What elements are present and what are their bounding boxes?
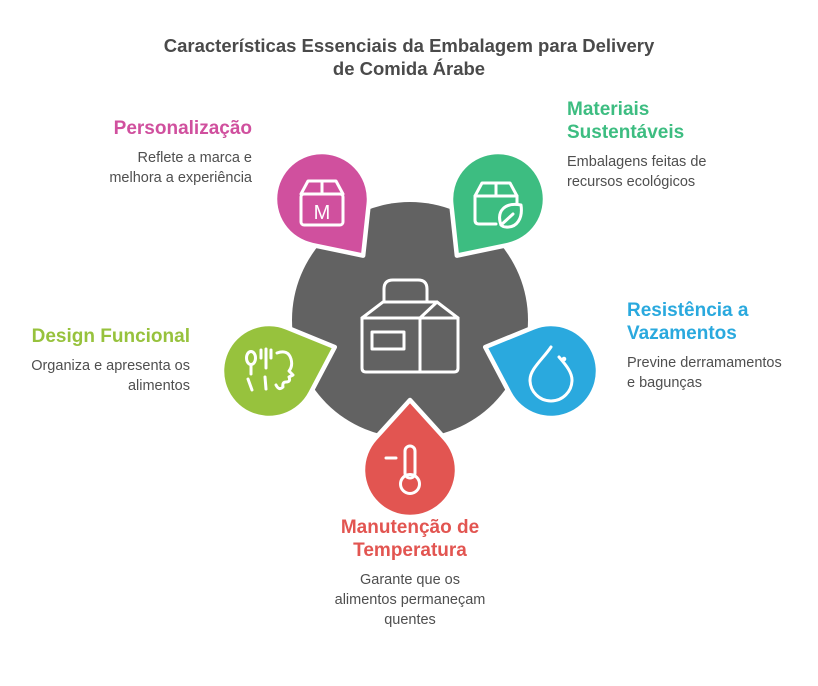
- pin-manutencao-temperatura: [360, 397, 460, 520]
- section-body: Organiza e apresenta os alimentos: [31, 358, 190, 395]
- thermometer-icon: [384, 444, 421, 495]
- pin-personalizacao: M: [272, 149, 372, 258]
- section-personalizacao: Personalização Reflete a marca e melhora…: [40, 117, 252, 189]
- center-circle: [292, 202, 528, 438]
- section-heading: Materiais Sustentáveis: [567, 99, 685, 144]
- section-heading: Manutenção de Temperatura: [340, 517, 480, 562]
- utensils-face-icon: [245, 347, 295, 392]
- section-heading: Resistência a Vazamentos: [627, 300, 749, 345]
- pin-resistencia-vazamentos: [482, 321, 601, 421]
- page-title: Características Essenciais da Embalagem …: [163, 35, 655, 80]
- eco-box-leaf-icon: [473, 181, 523, 229]
- section-materiais-sustentaveis: Materiais Sustentáveis Embalagens feitas…: [567, 98, 797, 193]
- section-heading: Design Funcional: [31, 326, 190, 347]
- section-design-funcional: Design Funcional Organiza e apresenta os…: [15, 325, 190, 397]
- branded-box-icon: M: [299, 179, 345, 227]
- section-resistencia-vazamentos: Resistência a Vazamentos Previne derrama…: [627, 299, 817, 394]
- section-body: Previne derramamentos e bagunças: [627, 355, 782, 392]
- box-letter: M: [314, 202, 331, 224]
- water-drop-icon: [528, 345, 574, 403]
- section-heading: Personalização: [113, 118, 252, 139]
- section-body: Reflete a marca e melhora a experiência: [109, 150, 252, 187]
- section-manutencao-temperatura: Manutenção de Temperatura Garante que os…: [295, 516, 525, 631]
- pin-materiais-sustentaveis: [448, 149, 548, 258]
- section-body: Garante que os alimentos permaneçam quen…: [334, 572, 486, 629]
- food-carton-icon: [360, 278, 460, 374]
- section-body: Embalagens feitas de recursos ecológicos: [567, 154, 707, 191]
- pin-design-funcional: [219, 321, 338, 421]
